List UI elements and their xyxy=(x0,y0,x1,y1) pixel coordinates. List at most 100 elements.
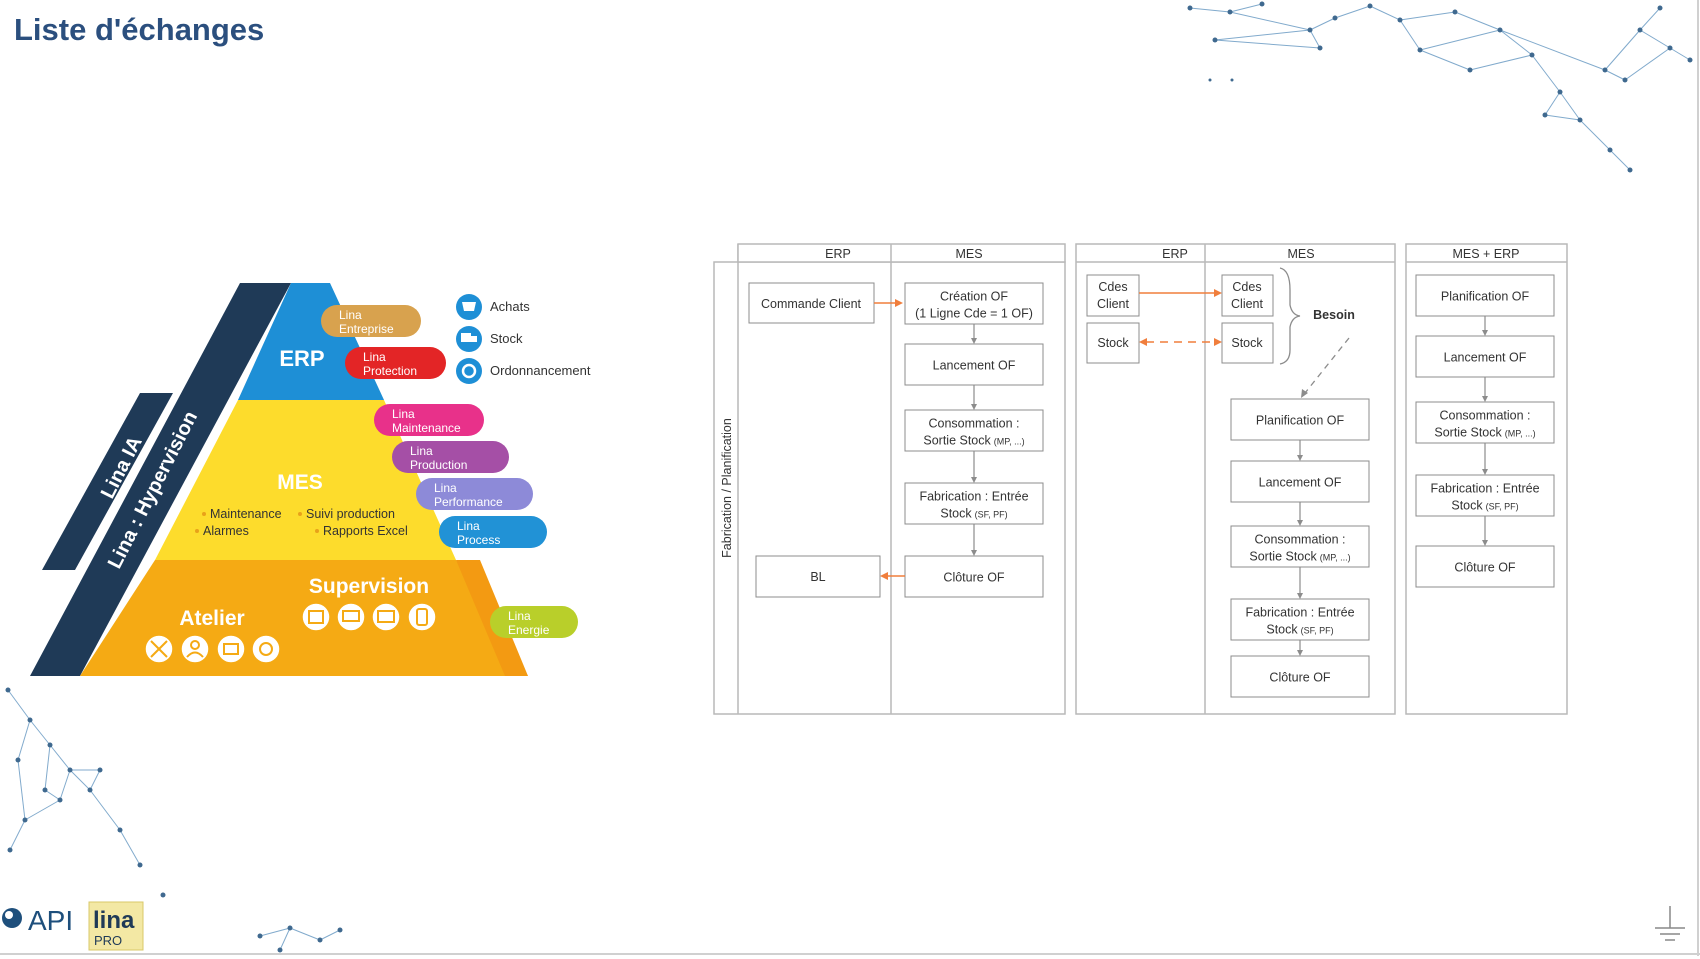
network-edge xyxy=(1639,29,1671,49)
network-edge xyxy=(279,927,291,951)
network-edge xyxy=(69,769,91,791)
network-node xyxy=(1637,27,1643,33)
api-logo-icon xyxy=(2,908,22,928)
process-box-line1: Consommation : xyxy=(1439,409,1530,423)
lina-tag-line2: Maintenance xyxy=(392,421,461,435)
network-node xyxy=(1577,117,1583,123)
book-icon xyxy=(301,602,331,632)
network-edge xyxy=(259,927,291,937)
network-edge xyxy=(1309,17,1336,31)
network-node xyxy=(1259,1,1265,7)
lina-tag-line1: Lina xyxy=(434,481,457,495)
network-node xyxy=(1602,67,1608,73)
logo-area: API lina PRO xyxy=(0,898,160,954)
process-box: Consommation :Sortie Stock(MP, ...) xyxy=(1415,401,1555,444)
network-edge xyxy=(1669,47,1691,61)
network-node xyxy=(160,892,166,898)
process-box: Consommation :Sortie Stock(MP, ...) xyxy=(904,409,1044,452)
lina-pyramid: ERP MES Supervision Atelier Maintenance … xyxy=(30,283,591,676)
supervision-level-label: Supervision xyxy=(309,575,429,598)
process-box: Clôture OF xyxy=(904,555,1044,598)
flow-arrowhead xyxy=(971,338,977,344)
device-icon xyxy=(407,602,437,632)
network-node xyxy=(42,787,48,793)
flow-arrowhead xyxy=(1482,396,1488,402)
ground-icon xyxy=(1655,906,1685,941)
process-box-label: Lancement OF xyxy=(933,359,1016,373)
network-edge xyxy=(1189,7,1231,13)
flow-arrowhead xyxy=(971,404,977,410)
mes-feature-alarmes: Alarmes xyxy=(203,524,249,538)
network-edge xyxy=(44,744,51,791)
process-box-label: Clôture OF xyxy=(943,571,1004,585)
lina-logo-text: lina xyxy=(93,907,135,934)
network-node xyxy=(287,925,293,931)
network-node xyxy=(257,933,263,939)
network-edge xyxy=(17,759,26,821)
process-box: Lancement OF xyxy=(1415,335,1555,378)
diagram1-col-mes: MES xyxy=(955,247,982,261)
network-edge xyxy=(1559,91,1581,121)
network-edge xyxy=(24,799,61,821)
flow-arrowhead xyxy=(1297,650,1303,656)
network-edge xyxy=(1609,149,1631,171)
pyramid-legend: Achats Stock Ordonnancement xyxy=(456,294,591,384)
network-edge xyxy=(1579,119,1611,151)
network-node xyxy=(67,767,73,773)
svg-text:Cdes: Cdes xyxy=(1098,280,1127,294)
network-edge xyxy=(29,719,51,746)
erp-level-label: ERP xyxy=(279,346,324,371)
network-edge xyxy=(1399,19,1421,51)
network-node xyxy=(1417,47,1423,53)
flow-arrowhead xyxy=(1482,469,1488,475)
network-edge xyxy=(1544,114,1581,121)
network-node xyxy=(1687,57,1693,63)
flow-diagram-1: ERP MES Fabrication / Planification Comm… xyxy=(713,243,1066,715)
diagram2-col-mes: MES xyxy=(1287,247,1314,261)
network-edge xyxy=(1531,54,1561,93)
pro-logo-text: PRO xyxy=(94,933,122,948)
network-edge xyxy=(1214,39,1321,49)
network-edge xyxy=(1624,47,1671,81)
process-box: Création OF(1 Ligne Cde = 1 OF) xyxy=(904,282,1044,325)
lina-tag-line1: Lina xyxy=(363,350,386,364)
box-erp-stock xyxy=(1086,322,1140,364)
process-box: Planification OF xyxy=(1230,398,1370,441)
lina-ia-band xyxy=(42,393,173,570)
network-edge xyxy=(1419,49,1471,71)
network-edge xyxy=(1214,29,1311,41)
network-node xyxy=(1332,15,1338,21)
network-node xyxy=(1317,45,1323,51)
network-node xyxy=(1657,5,1663,11)
network-node xyxy=(317,937,323,943)
process-box-line1: Fabrication : Entrée xyxy=(1245,606,1354,620)
lina-tag-line2: Production xyxy=(410,458,467,472)
diagram1-side-label: Fabrication / Planification xyxy=(720,418,734,558)
mes-feature-maintenance: Maintenance xyxy=(210,507,282,521)
process-box: Clôture OF xyxy=(1415,545,1555,588)
lina-tag-line2: Energie xyxy=(508,623,550,637)
network-decoration-top xyxy=(1187,1,1693,173)
lina-tags: LinaEntrepriseLinaProtectionLinaMaintena… xyxy=(321,305,578,638)
network-node xyxy=(15,757,21,763)
process-box-line1: Création OF xyxy=(940,290,1008,304)
svg-text:Stock: Stock xyxy=(1231,336,1263,350)
legend-ordonnancement: Ordonnancement xyxy=(490,363,591,378)
network-node xyxy=(1367,3,1373,9)
lina-tag-line1: Lina xyxy=(339,308,362,322)
flow-diagram-2: ERP MES Cdes Client Stock Cdes Client St… xyxy=(1075,243,1396,715)
process-box-line1: Fabrication : Entrée xyxy=(1430,482,1539,496)
network-edge xyxy=(1229,11,1311,31)
network-edge xyxy=(1499,29,1533,56)
flow-arrowhead xyxy=(1482,540,1488,546)
network-edge xyxy=(7,689,31,721)
flow-arrowhead xyxy=(1297,520,1303,526)
process-box: Consommation :Sortie Stock(MP, ...) xyxy=(1230,525,1370,568)
network-node xyxy=(1607,147,1613,153)
